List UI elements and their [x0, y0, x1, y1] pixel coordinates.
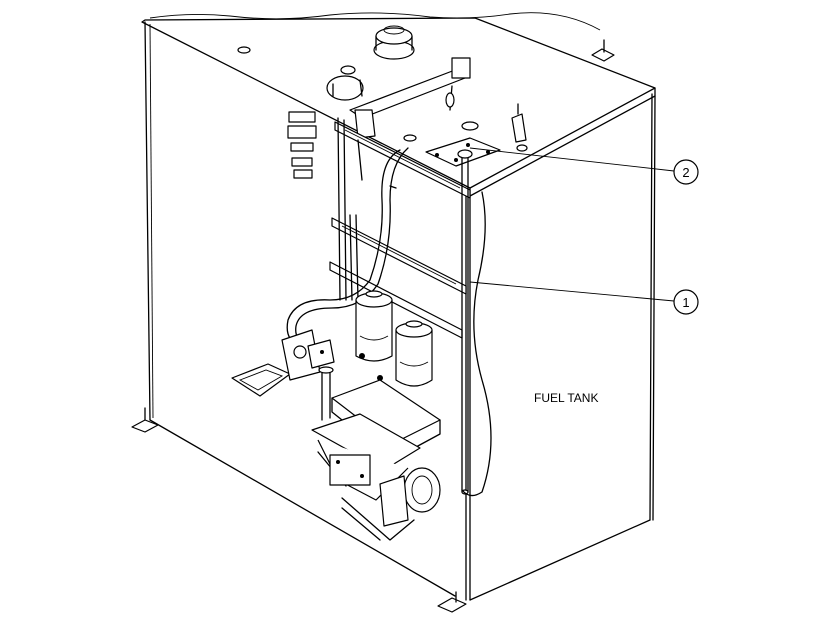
mounting-feet	[131, 39, 615, 613]
fuel-filters	[355, 290, 433, 387]
callout-1-label: 1	[682, 295, 689, 310]
fuel-pickup-tube	[457, 149, 492, 497]
callout-1-circle	[673, 289, 699, 315]
lower-assembly	[231, 329, 441, 541]
tank-outline	[141, 12, 656, 601]
callout-2: 2	[673, 159, 699, 185]
mounting-rails	[329, 117, 471, 339]
callout-leaders	[469, 147, 675, 302]
callout-1: 1	[673, 289, 699, 315]
callout-2-circle	[673, 159, 699, 185]
callout-2-label: 2	[682, 165, 689, 180]
fuel-tank-label: FUEL TANK	[534, 391, 598, 405]
top-fixtures	[237, 25, 528, 152]
